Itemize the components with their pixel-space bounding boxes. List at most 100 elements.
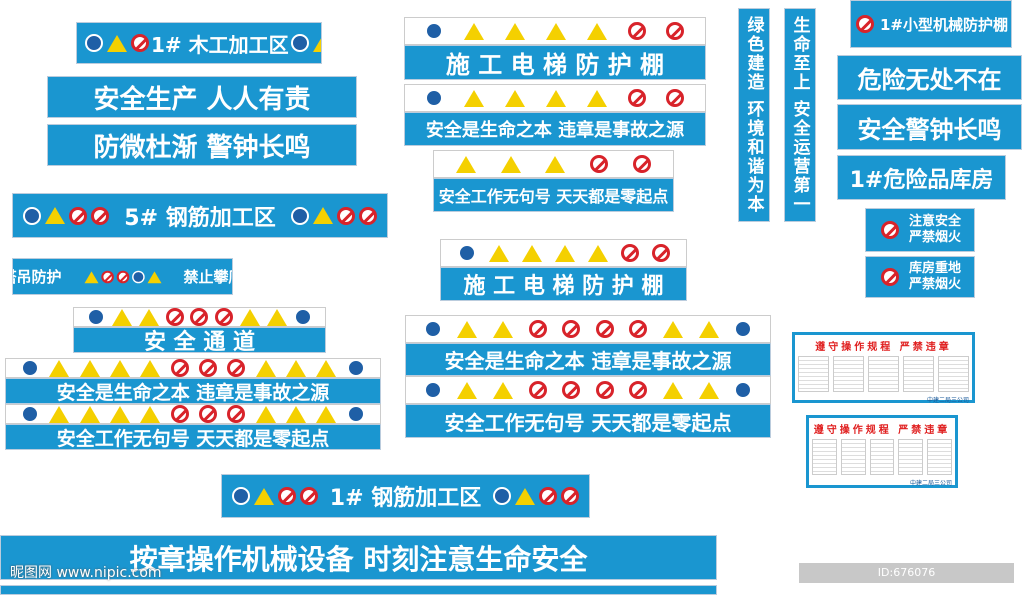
warning-icon: [84, 270, 99, 283]
icon-strip: [405, 315, 771, 343]
warning-icon: [138, 308, 159, 326]
icon-strip: [404, 17, 706, 45]
warning-icon: [313, 207, 333, 224]
prohibit-icon: [170, 359, 189, 377]
icon-strip: [433, 150, 674, 178]
prohibit-icon: [629, 381, 648, 399]
warning-icon: [505, 22, 526, 40]
storage-sign: 1#危险品库房: [837, 155, 1006, 200]
prohibit-icon: [528, 320, 547, 338]
prohibit-icon: [170, 405, 189, 423]
helmet-icon: [21, 359, 40, 377]
slogan-sign: 安全是生命之本 违章是事故之源: [5, 378, 381, 404]
prohibit-icon: [562, 320, 581, 338]
helmet-icon: [457, 244, 476, 262]
warning-icon: [500, 155, 521, 173]
warning-icon: [49, 405, 70, 423]
tower-sign: 塔吊防护 禁止攀爬: [12, 258, 233, 295]
warning-icon: [545, 89, 566, 107]
prohibit-icon: [651, 244, 670, 262]
warning-icon: [254, 487, 274, 505]
warning-icon: [521, 244, 542, 262]
icon-strip: [405, 376, 771, 404]
helmet-icon: [346, 405, 365, 423]
sign-text: 塔吊防护: [13, 268, 62, 286]
warning-icon: [586, 22, 607, 40]
warning-icon: [586, 89, 607, 107]
prohibit-icon: [116, 270, 129, 283]
warning-icon: [107, 34, 127, 52]
prohibit-icon: [590, 155, 609, 173]
prohibit-icon: [91, 206, 109, 225]
slogan-sign: 防微杜渐 警钟长鸣: [47, 124, 357, 166]
prohibit-icon: [562, 381, 581, 399]
prohibit-icon: [528, 381, 547, 399]
prohibit-icon: [620, 244, 639, 262]
fire-sign: 库房重地 严禁烟火: [865, 256, 975, 298]
warning-icon: [140, 359, 161, 377]
danger-sign: 危险无处不在: [837, 55, 1022, 100]
warning-icon: [255, 405, 276, 423]
warning-icon: [515, 487, 535, 505]
sign-text: 禁止攀爬: [183, 268, 233, 286]
helmet-icon: [734, 320, 753, 338]
warning-icon: [110, 359, 131, 377]
warning-icon: [698, 320, 719, 338]
warning-icon: [457, 320, 478, 338]
warning-icon: [312, 34, 321, 52]
sign-text: 1# 钢筋加工区: [329, 486, 482, 511]
prohibit-icon: [629, 320, 648, 338]
helmet-icon: [423, 381, 442, 399]
helmet-icon: [131, 270, 145, 283]
slogan-sign: 安全工作无句号 天天都是零起点: [5, 424, 381, 450]
helmet-icon: [346, 359, 365, 377]
board-company: 中建二局三公司: [909, 480, 952, 487]
prohibit-icon: [539, 487, 557, 505]
warning-icon: [316, 359, 337, 377]
prohibit-icon: [69, 206, 87, 225]
watermark: 昵图网 www.nipic.com: [10, 565, 162, 581]
warning-icon: [49, 359, 70, 377]
prohibit-icon: [627, 22, 646, 40]
warning-icon: [456, 155, 477, 173]
sign-text: 库房重地 严禁烟火: [908, 261, 961, 292]
fire-sign: 注意安全 严禁烟火: [865, 208, 975, 252]
board-title: 遵守操作规程 严禁违章: [813, 425, 951, 436]
warning-icon: [266, 308, 287, 326]
vertical-sign: 绿色建造 环境和谐为本: [738, 8, 770, 222]
slogan-sign: 安全工作无句号 天天都是零起点: [405, 404, 771, 438]
board-title: 遵守操作规程 严禁违章: [815, 342, 952, 353]
image-id: ID:676076 NO:20190313140343533085: [799, 563, 1014, 599]
rebar1-sign: 1# 钢筋加工区: [221, 474, 590, 518]
warning-icon: [464, 22, 485, 40]
warning-icon: [488, 244, 509, 262]
warning-icon: [464, 89, 485, 107]
warning-icon: [79, 405, 100, 423]
warning-icon: [45, 207, 65, 224]
prohibit-icon: [215, 308, 234, 326]
prohibit-icon: [165, 308, 184, 326]
prohibit-icon: [666, 89, 685, 107]
prohibit-icon: [595, 320, 614, 338]
warning-icon: [239, 308, 260, 326]
slogan-sign: 安全是生命之本 违章是事故之源: [404, 112, 706, 146]
prohibit-icon: [561, 487, 579, 505]
warning-icon: [79, 359, 100, 377]
warning-icon: [545, 155, 566, 173]
warning-icon: [457, 381, 478, 399]
prohibit-icon: [227, 405, 246, 423]
helmet-icon: [293, 308, 312, 326]
helmet-icon: [85, 34, 103, 52]
board-company: 中建二局三公司: [926, 397, 969, 404]
warning-icon: [545, 22, 566, 40]
sign-text: 5# 钢筋加工区: [124, 205, 276, 231]
warning-icon: [492, 320, 513, 338]
helmet-icon: [423, 320, 442, 338]
woodwork-sign: 1# 木工加工区: [76, 22, 322, 64]
warning-icon: [147, 270, 161, 283]
sign-text: 1#小型机械防护棚: [879, 15, 1008, 34]
prohibit-icon: [666, 22, 685, 40]
elevator-sign: 施 工 电 梯 防 护 棚: [440, 267, 687, 301]
helmet-icon: [425, 22, 444, 40]
prohibit-icon: [359, 206, 377, 225]
